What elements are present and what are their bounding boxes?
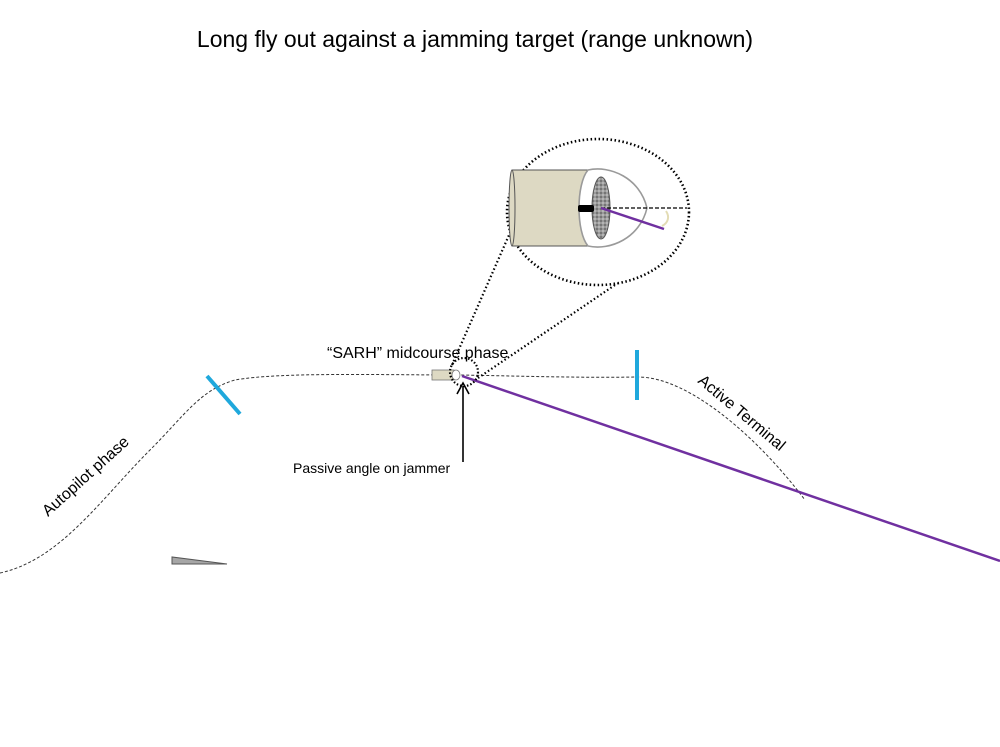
missile-icon (431, 369, 461, 381)
jammer-line-of-sight (461, 374, 1000, 563)
zoom-connector-left (450, 209, 522, 366)
angle-arc (661, 210, 670, 227)
zoom-connector-right (477, 267, 641, 379)
seeker-pointing-line (600, 206, 665, 231)
launcher-aircraft (171, 556, 228, 565)
missile-body-zoomed (511, 169, 589, 247)
midcourse-phase-label: “SARH” midcourse phase (327, 345, 509, 362)
seeker-inset (505, 137, 691, 287)
missile-trajectory (0, 373, 806, 574)
autopilot-phase-label: Autopilot phase (39, 433, 132, 520)
gimbal (578, 205, 594, 212)
passive-angle-arrow (456, 381, 470, 462)
autopilot-phase-marker (205, 374, 242, 416)
passive-angle-label: Passive angle on jammer (293, 460, 451, 476)
active-terminal-label: Active Terminal (694, 372, 788, 455)
slide-title: Long fly out against a jamming target (r… (196, 26, 754, 52)
